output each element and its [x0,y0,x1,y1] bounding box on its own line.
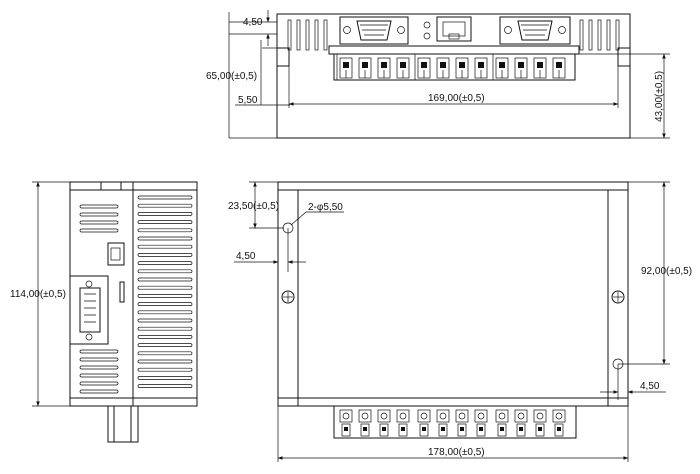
dim-92-00: 92,00(±0,5) [641,266,692,277]
dim-4-50-left: 4,50 [236,251,256,262]
side-view: 114,00(±0,5) [10,181,198,443]
terminal-screw [436,409,450,437]
terminal-screw [396,409,410,437]
terminal-screw [552,57,566,79]
front-terminal-strip [333,405,577,439]
dim-65-00: 65,00(±0,5) [206,71,257,82]
terminal-screw [514,57,528,79]
dim-4-50-top: 4,50 [243,17,263,28]
terminal-screw [455,409,469,437]
terminal-screw [533,409,547,437]
terminal-screw [474,57,488,79]
terminal-screw [417,409,431,437]
dim-23-50: 23,50(±0,5) [228,201,279,212]
terminal-screw [339,57,353,79]
side-terminal [107,405,139,443]
top-view: 4,50 65,00(±0,5) 5,50 169,00(±0,5) 43,00… [206,10,670,139]
top-view-body [276,13,631,139]
mount-ear-right [617,47,630,67]
dim-hole: 2-φ5,50 [308,202,343,213]
terminal-screw [514,409,528,437]
led-indicator [423,32,431,40]
side-db-connector [69,275,109,345]
front-view-body [277,181,629,407]
side-grille-left [79,204,119,394]
terminal-screw [455,57,469,79]
front-view: 23,50(±0,5) 2-φ5,50 4,50 92,00(±0,5) 4,5… [228,181,692,462]
dim-178-00: 178,00(±0,5) [428,447,485,458]
terminal-screw [377,409,391,437]
terminal-screw [377,57,391,79]
dim-4-50-right: 4,50 [640,381,660,392]
terminal-screw [417,57,431,79]
dim-5-50: 5,50 [238,95,258,106]
side-grille-right [137,195,193,388]
rj45-port [436,16,472,42]
terminal-screw [358,57,372,79]
top-terminal-strip [328,45,580,81]
terminal-screw [339,409,353,437]
dim-43-00: 43,00(±0,5) [654,71,665,122]
db-connector-left [339,16,409,45]
dim-169-00: 169,00(±0,5) [428,93,485,104]
terminal-screw [358,409,372,437]
terminal-screw [396,57,410,79]
mount-screw-right [611,290,625,304]
led-indicator [423,21,431,29]
terminal-screw [474,409,488,437]
dim-114-00: 114,00(±0,5) [10,289,66,300]
terminal-screw [533,57,547,79]
terminal-screw [495,409,509,437]
mount-screw-left [281,290,295,304]
terminal-screw [495,57,509,79]
terminal-screw [552,409,566,437]
side-rj45-port [107,242,125,266]
db-connector-right [499,16,571,45]
terminal-screw [436,57,450,79]
